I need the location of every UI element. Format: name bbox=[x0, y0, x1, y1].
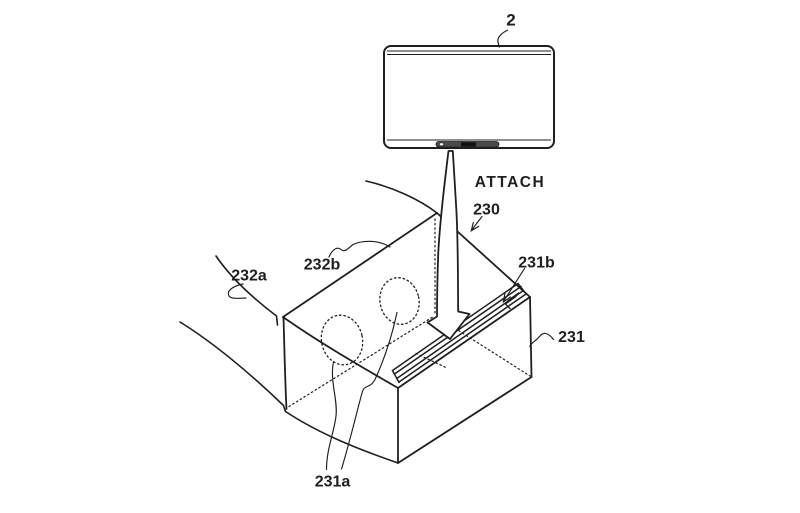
goggles-illustration bbox=[179, 180, 533, 464]
curve-contact-upper-left bbox=[215, 255, 279, 326]
slot-mouth-chevron bbox=[504, 295, 517, 310]
leader-231 bbox=[529, 332, 555, 348]
edge-right-corner bbox=[529, 296, 533, 378]
leader-231a-right bbox=[340, 311, 398, 470]
label-231a: 231a bbox=[315, 474, 351, 491]
leader-231a-left bbox=[325, 360, 337, 471]
label-230: 230 bbox=[473, 202, 500, 219]
label-231b: 231b bbox=[518, 255, 555, 272]
lens-circle-right bbox=[379, 277, 420, 325]
label-232a: 232a bbox=[231, 268, 267, 285]
slot-left-end-cap bbox=[391, 369, 400, 384]
leader-231b bbox=[502, 267, 526, 304]
lens-circle-left bbox=[320, 314, 364, 366]
edge-left-vertical bbox=[282, 317, 288, 410]
attach-arrow bbox=[426, 150, 471, 340]
leader-line-display-device bbox=[497, 29, 509, 48]
label-attach: ATTACH bbox=[475, 174, 545, 191]
leader-lines bbox=[227, 215, 555, 471]
edge-slot-rim bbox=[397, 296, 531, 389]
hidden-dotted-lines bbox=[288, 218, 531, 408]
display-device-illustration bbox=[383, 45, 555, 149]
leader-232a bbox=[227, 283, 247, 299]
device-outline bbox=[383, 45, 555, 149]
label-232b: 232b bbox=[304, 257, 341, 274]
slot-mouth-inner-line bbox=[507, 292, 520, 302]
edge-top-left bbox=[282, 212, 438, 318]
slot-right-end-wall bbox=[517, 282, 525, 292]
edge-top-crest-curve bbox=[282, 316, 399, 389]
edge-bottom-right bbox=[397, 376, 533, 464]
connector-plug bbox=[461, 142, 476, 147]
hidden-diagonal-left bbox=[288, 315, 435, 408]
label-231: 231 bbox=[558, 329, 585, 346]
curve-contact-lower-left bbox=[179, 321, 399, 464]
hidden-slot-segment bbox=[415, 352, 448, 369]
leader-230 bbox=[470, 215, 483, 232]
curve-back-silhouette bbox=[365, 180, 438, 214]
leader-232b bbox=[328, 240, 391, 258]
label-display-device: 2 bbox=[506, 11, 515, 30]
connector-pin-hole bbox=[438, 142, 445, 147]
